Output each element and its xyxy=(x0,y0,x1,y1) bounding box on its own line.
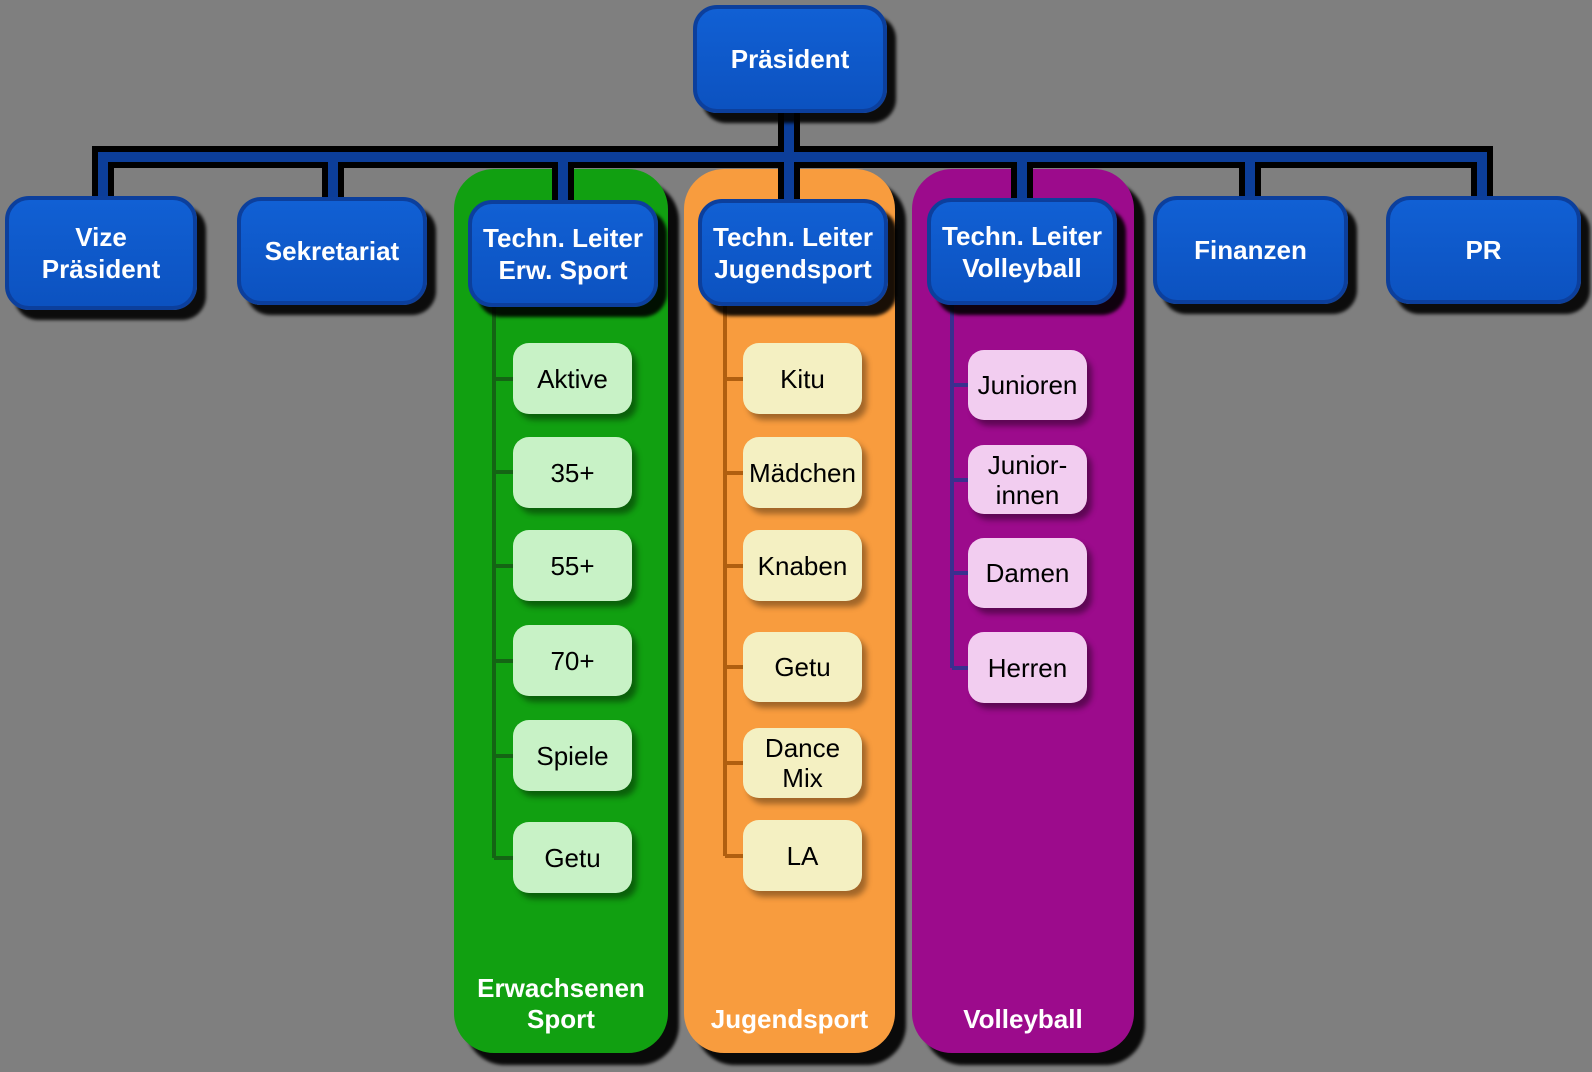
item-dance-mix: Dance Mix xyxy=(743,728,862,798)
node-sekretariat: Sekretariat xyxy=(237,197,427,305)
item-kitu: Kitu xyxy=(743,343,862,414)
item-getu-jugend: Getu xyxy=(743,632,862,702)
group-caption-erwachsenen-sport: Erwachsenen Sport xyxy=(477,973,645,1034)
item-maedchen: Mädchen xyxy=(743,437,862,508)
item-spiele: Spiele xyxy=(513,720,632,791)
item-knaben: Knaben xyxy=(743,530,862,601)
node-techn-leiter-volleyball: Techn. Leiter Volleyball xyxy=(927,198,1117,305)
node-pr: PR xyxy=(1386,196,1581,304)
group-jugendsport: Jugendsport xyxy=(684,169,895,1053)
item-juniorinnen: Junior- innen xyxy=(968,445,1087,514)
group-caption-jugendsport: Jugendsport xyxy=(710,1004,869,1034)
group-volleyball: Volleyball xyxy=(912,169,1134,1053)
node-vize-praesident: Vize Präsident xyxy=(5,196,197,310)
item-35plus: 35+ xyxy=(513,437,632,508)
group-caption-volleyball: Volleyball xyxy=(963,1004,1083,1034)
node-praesident: Präsident xyxy=(693,5,887,113)
node-techn-leiter-jugendsport: Techn. Leiter Jugendsport xyxy=(698,199,888,306)
item-aktive: Aktive xyxy=(513,343,632,414)
item-junioren: Junioren xyxy=(968,350,1087,420)
item-55plus: 55+ xyxy=(513,530,632,601)
item-la: LA xyxy=(743,820,862,891)
item-herren: Herren xyxy=(968,632,1087,703)
item-getu-erwachsene: Getu xyxy=(513,822,632,893)
node-techn-leiter-erw-sport: Techn. Leiter Erw. Sport xyxy=(468,200,658,307)
group-erwachsenen-sport: Erwachsenen Sport xyxy=(454,169,668,1053)
item-damen: Damen xyxy=(968,538,1087,608)
item-70plus: 70+ xyxy=(513,625,632,696)
node-finanzen: Finanzen xyxy=(1153,196,1348,304)
